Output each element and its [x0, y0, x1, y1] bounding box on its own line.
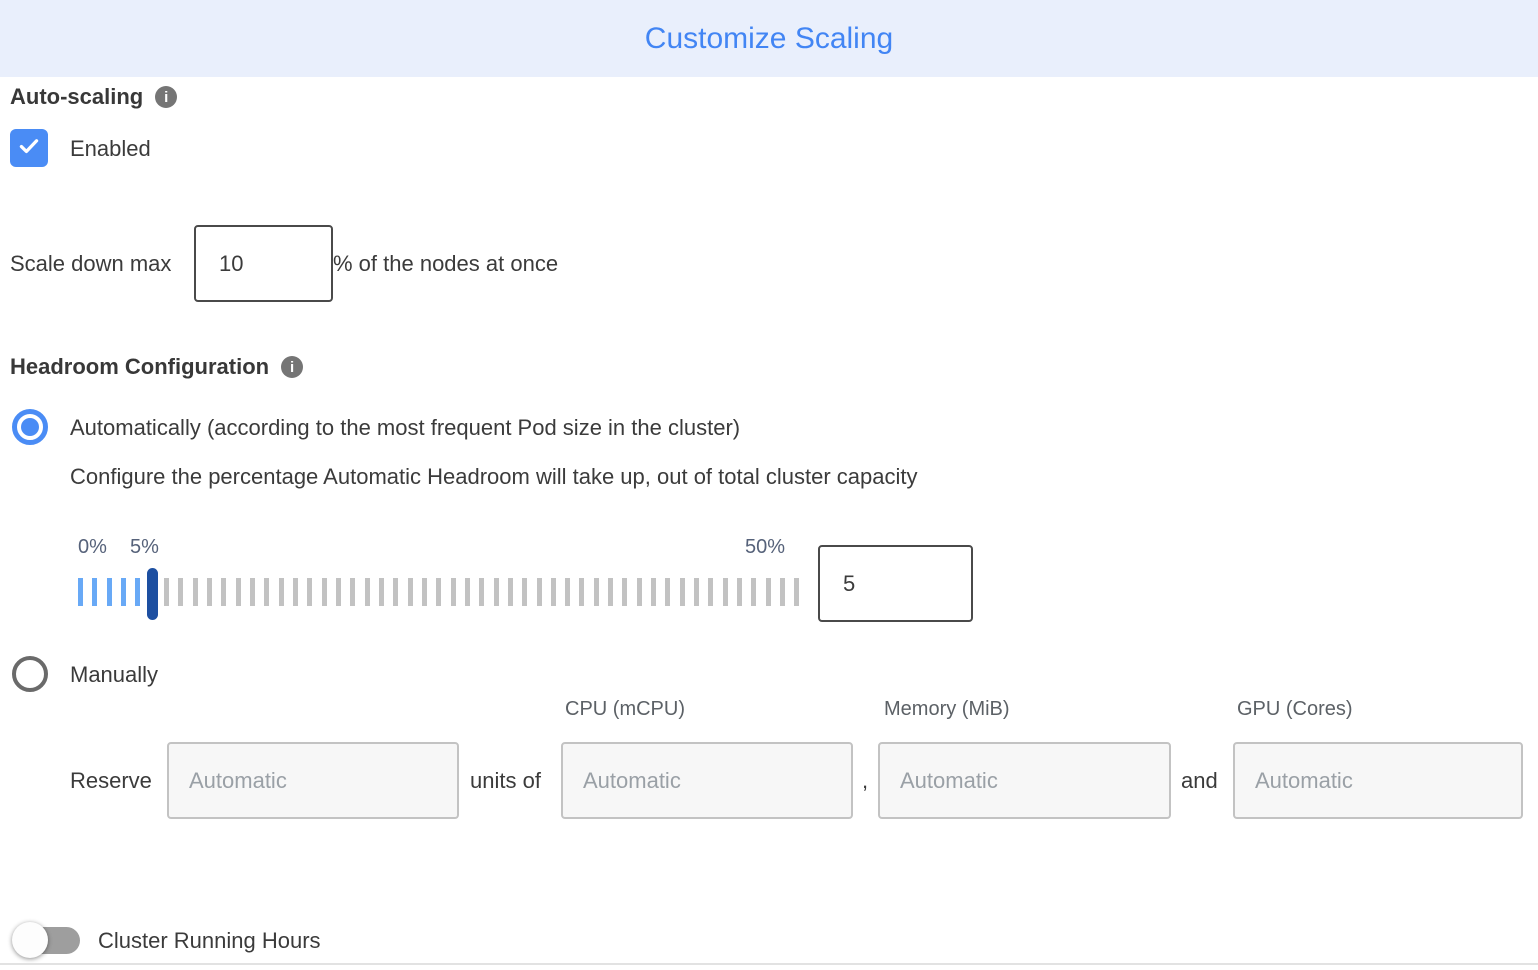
slider-tick	[163, 578, 169, 606]
slider-tick	[464, 578, 470, 606]
radio-dot	[21, 418, 39, 436]
headroom-percentage-input[interactable]	[818, 545, 973, 622]
slider-tick	[751, 578, 757, 606]
slider-tick	[565, 578, 571, 606]
headroom-description: Configure the percentage Automatic Headr…	[70, 464, 918, 489]
slider-tick	[421, 578, 427, 606]
slider-tick	[78, 578, 83, 606]
slider-tick	[507, 578, 513, 606]
comma-separator: ,	[862, 768, 869, 793]
bottom-divider	[0, 963, 1538, 965]
slider-tick	[264, 578, 270, 606]
slider-tick	[450, 578, 456, 606]
slider-tick	[665, 578, 671, 606]
auto-scaling-heading-label: Auto-scaling	[10, 84, 144, 109]
toggle-knob	[12, 922, 48, 958]
slider-tick	[249, 578, 255, 606]
slider-tick	[292, 578, 298, 606]
info-icon[interactable]: i	[155, 86, 178, 108]
slider-tick	[235, 578, 241, 606]
slider-tick	[307, 578, 313, 606]
slider-tick	[106, 578, 112, 606]
slider-tick	[737, 578, 743, 606]
scale-down-suffix: % of the nodes at once	[333, 250, 559, 276]
cluster-running-hours-toggle[interactable]	[12, 922, 84, 958]
slider-tick	[393, 578, 399, 606]
reserve-units-input[interactable]	[167, 742, 459, 819]
dialog-header: Customize Scaling	[0, 0, 1538, 77]
headroom-manually-radio[interactable]	[12, 656, 48, 692]
reserve-gpu-input[interactable]	[1233, 742, 1523, 819]
slider-tick	[278, 578, 284, 606]
slider-tick	[780, 578, 786, 606]
cpu-column-header: CPU (mCPU)	[565, 698, 685, 720]
slider-tick	[608, 578, 614, 606]
auto-scaling-heading: Auto-scaling i	[10, 84, 178, 110]
headroom-heading-label: Headroom Configuration	[10, 354, 270, 379]
slider-tick	[636, 578, 642, 606]
slider-tick	[120, 578, 126, 606]
slider-min-label: 0%	[78, 536, 107, 558]
slider-tick	[378, 578, 384, 606]
slider-tick	[522, 578, 528, 606]
units-of-label: units of	[470, 768, 541, 793]
slider-tick	[178, 578, 184, 606]
and-separator: and	[1181, 768, 1218, 793]
reserve-cpu-input[interactable]	[561, 742, 853, 819]
slider-tick	[192, 578, 198, 606]
slider-tick	[135, 578, 141, 606]
slider-tick	[221, 578, 227, 606]
checkmark-icon	[16, 133, 42, 164]
memory-column-header: Memory (MiB)	[884, 698, 1010, 720]
slider-tick	[694, 578, 700, 606]
slider-tick	[579, 578, 585, 606]
headroom-heading: Headroom Configuration i	[10, 354, 304, 380]
slider-tick	[708, 578, 714, 606]
headroom-manually-label: Manually	[70, 662, 159, 687]
slider-ticks[interactable]	[78, 578, 800, 606]
slider-tick	[679, 578, 685, 606]
reserve-memory-input[interactable]	[878, 742, 1171, 819]
slider-tick	[350, 578, 356, 606]
slider-tick	[206, 578, 212, 606]
slider-tick	[407, 578, 413, 606]
slider-tick	[765, 578, 771, 606]
gpu-column-header: GPU (Cores)	[1237, 698, 1353, 720]
slider-tick	[550, 578, 556, 606]
reserve-label: Reserve	[70, 768, 152, 793]
page-title: Customize Scaling	[644, 21, 894, 55]
slider-tick	[479, 578, 485, 606]
auto-scaling-enabled-checkbox[interactable]	[10, 129, 48, 167]
slider-tick	[536, 578, 542, 606]
info-icon[interactable]: i	[281, 356, 304, 378]
slider-tick	[364, 578, 370, 606]
slider-tick	[794, 578, 800, 606]
slider-tick	[722, 578, 728, 606]
scale-down-prefix: Scale down max	[10, 250, 172, 276]
slider-tick	[651, 578, 657, 606]
slider-tick	[493, 578, 499, 606]
headroom-automatic-radio[interactable]	[12, 409, 48, 445]
slider-current-label: 5%	[130, 536, 159, 558]
slider-tick	[593, 578, 599, 606]
slider-tick	[321, 578, 327, 606]
scale-down-max-input[interactable]	[194, 225, 333, 302]
enabled-label: Enabled	[70, 136, 151, 161]
slider-tick	[92, 578, 98, 606]
headroom-percentage-slider[interactable]: 0% 5% 50%	[78, 536, 818, 636]
headroom-automatic-label: Automatically (according to the most fre…	[70, 415, 741, 440]
slider-max-label: 50%	[745, 536, 786, 558]
slider-tick	[436, 578, 442, 606]
slider-tick	[335, 578, 341, 606]
scale-down-row: Scale down max % of the nodes at once	[10, 225, 558, 302]
slider-handle[interactable]	[146, 568, 158, 620]
cluster-running-hours-label: Cluster Running Hours	[98, 928, 321, 953]
slider-tick	[622, 578, 628, 606]
